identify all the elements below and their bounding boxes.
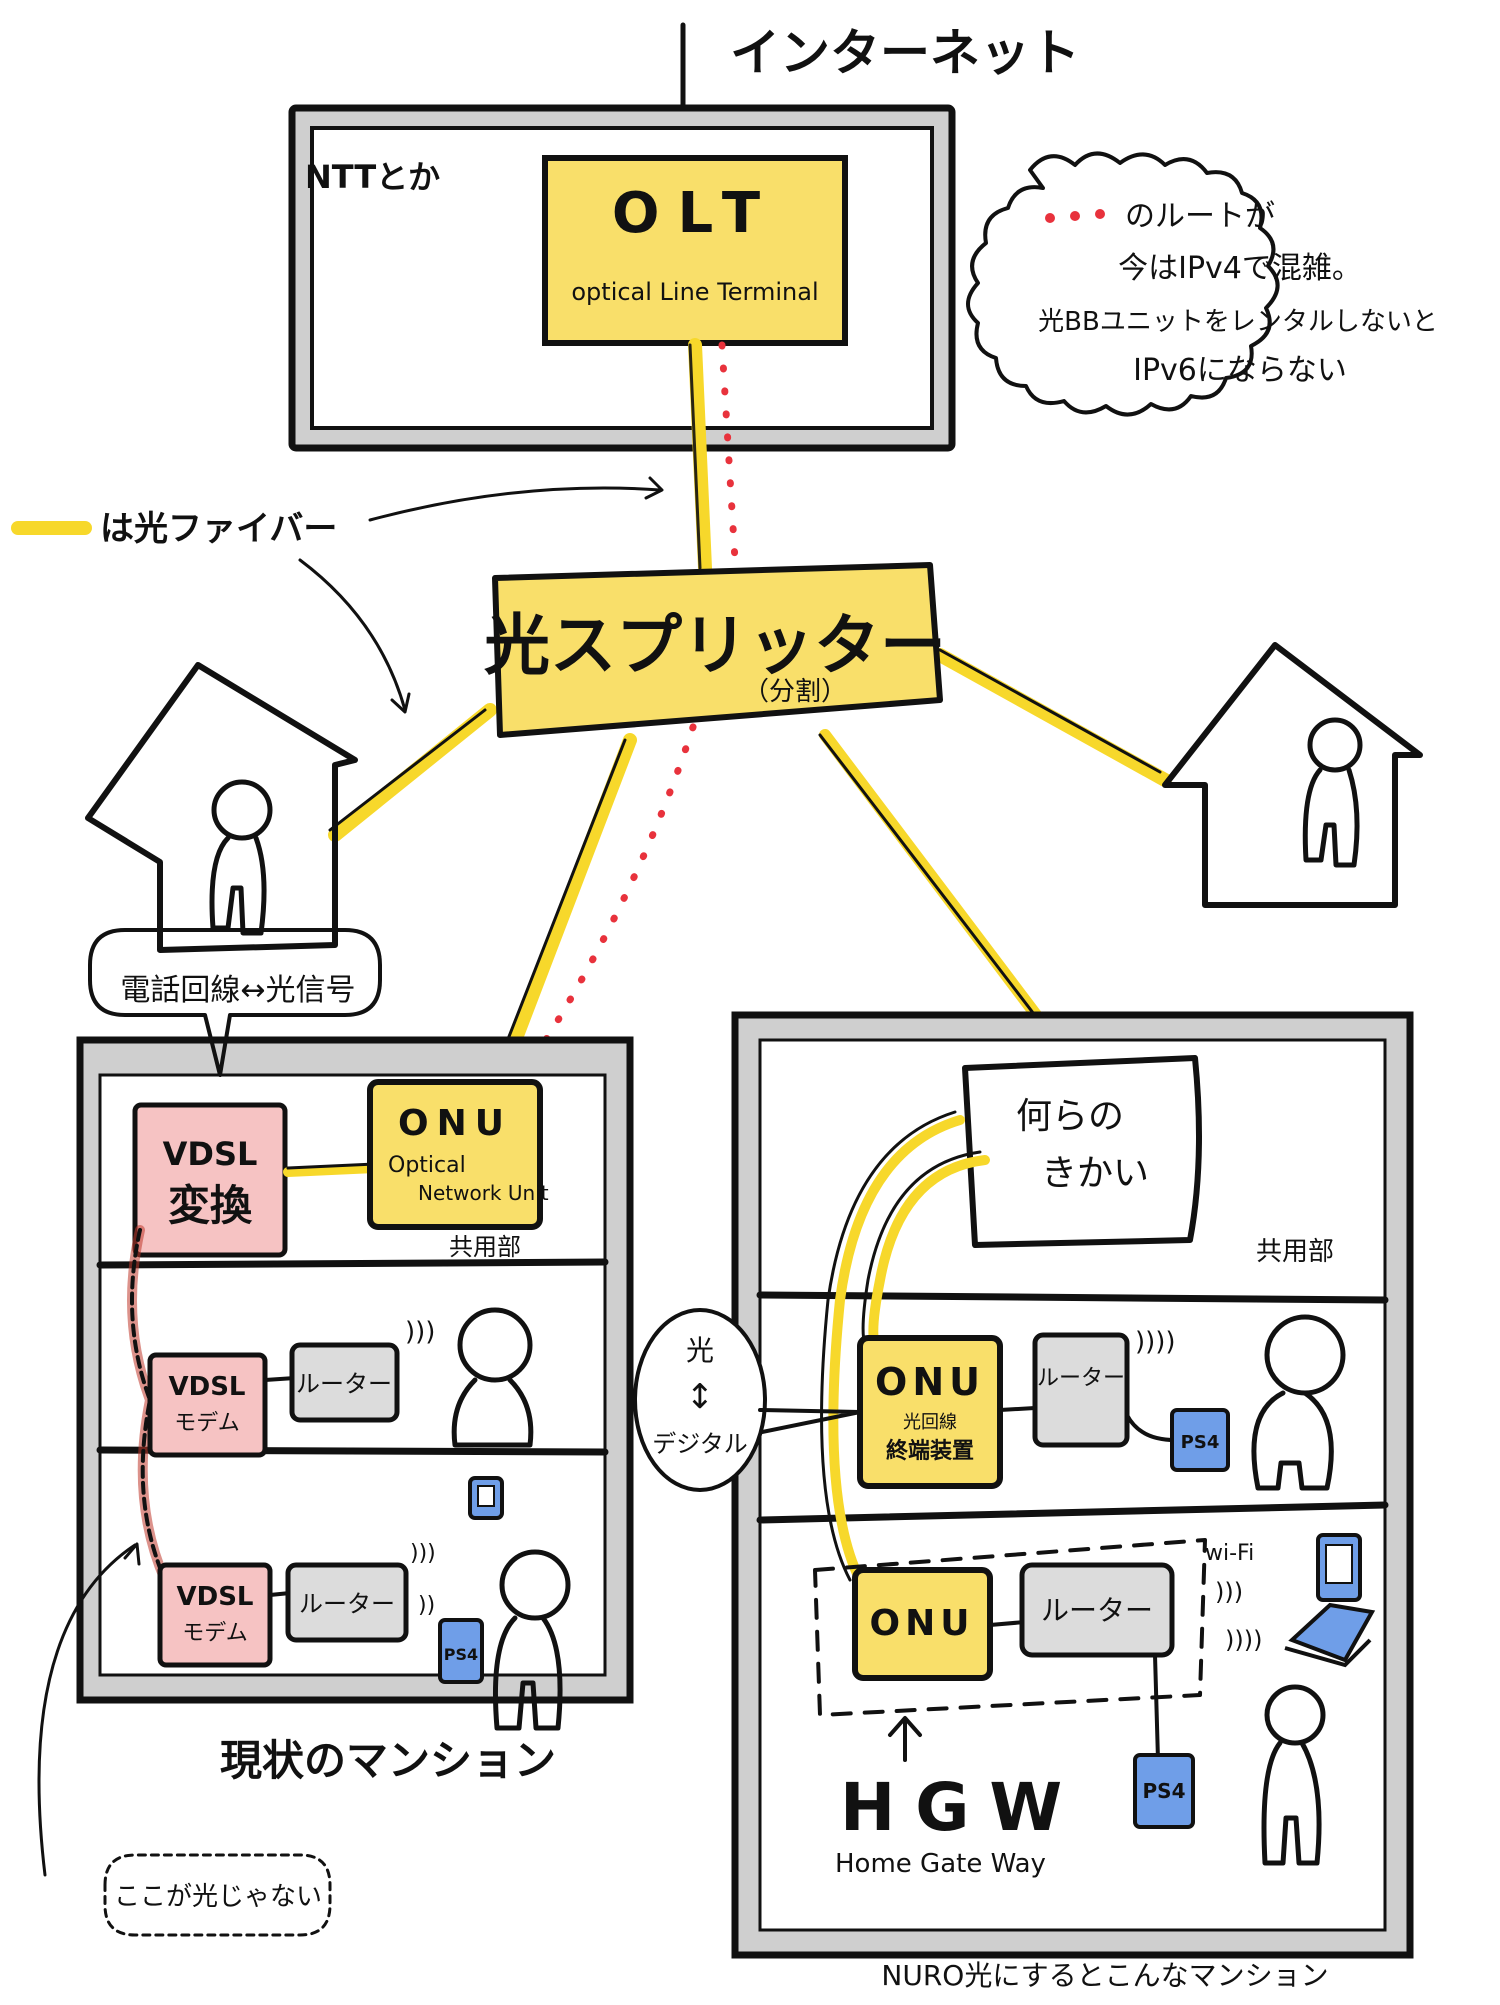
fiber-splitter-left-onu <box>500 740 630 1080</box>
phone-bubble-text: 電話回線↔光信号 <box>120 973 355 1008</box>
vdsl-converter <box>135 1105 285 1255</box>
left-ps4-label: PS4 <box>444 1645 478 1664</box>
optical-bubble-bottom: デジタル <box>652 1430 748 1458</box>
optical-bubble-arrow: ↕ <box>686 1377 715 1417</box>
fiber-splitter-house-left <box>335 710 490 835</box>
left-modem-1-label1: VDSL <box>169 1372 246 1402</box>
right-onu-1-title: ONU <box>875 1360 985 1404</box>
right-ps4-2-label: PS4 <box>1143 1779 1186 1803</box>
ntt-label: NTTとか <box>305 158 440 196</box>
wifi-label: wi-Fi <box>1205 1541 1254 1566</box>
tablet-icon <box>1318 1535 1360 1600</box>
right-router-1-label: ルーター <box>1037 1366 1125 1391</box>
right-common-area: 共用部 <box>1256 1237 1334 1267</box>
right-wifi-signal-1: )))) <box>1135 1327 1176 1357</box>
vdsl-converter-label1: VDSL <box>163 1135 258 1173</box>
vdsl-converter-label2: 変換 <box>168 1181 253 1230</box>
not-fiber-text: ここが光じゃない <box>114 1882 322 1912</box>
right-onu-1-sub1: 光回線 <box>903 1412 957 1433</box>
optical-bubble-top: 光 <box>686 1334 714 1367</box>
left-wifi-signal-1: ))) <box>405 1317 435 1347</box>
left-router-2-label: ルーター <box>299 1590 395 1618</box>
left-router-1-label: ルーター <box>296 1370 392 1398</box>
left-wifi-signal-3: )) <box>418 1593 435 1618</box>
person-icon <box>1310 720 1360 770</box>
right-building-caption: NURO光にするとこんなマンション <box>881 1959 1328 1992</box>
left-onu-sub2: Network Unit <box>418 1181 549 1205</box>
internet-label: インターネット <box>730 24 1080 82</box>
left-modem-2-label1: VDSL <box>177 1582 254 1612</box>
olt-subtitle: optical Line Terminal <box>571 278 818 306</box>
left-modem-1 <box>150 1355 265 1455</box>
right-ps4-1-label: PS4 <box>1181 1432 1220 1453</box>
note-line4: IPv6にならない <box>1133 353 1347 388</box>
hgw-full: Home Gate Way <box>835 1849 1046 1879</box>
left-common-area: 共用部 <box>449 1233 521 1261</box>
house-right <box>1165 645 1420 905</box>
note-line2: 今はIPv4で混雑。 <box>1118 251 1362 286</box>
left-modem-2 <box>160 1565 270 1665</box>
machine-label2: きかい <box>1041 1153 1149 1194</box>
left-modem-1-label2: モデム <box>174 1411 240 1436</box>
left-onu-title: ONU <box>398 1103 512 1144</box>
legend-arrow-upper <box>370 488 660 520</box>
right-router-2-label: ルーター <box>1041 1594 1153 1627</box>
smartphone-icon <box>470 1478 502 1518</box>
right-wifi-signal-3: )))) <box>1225 1626 1262 1654</box>
hgw-title: HGW <box>840 1769 1082 1846</box>
left-modem-2-label2: モデム <box>182 1621 248 1646</box>
olt-title: OLT <box>612 181 778 246</box>
fiber-splitter-house-right <box>940 655 1165 780</box>
machine-label1: 何らの <box>1016 1096 1124 1137</box>
splitter-title: 光スプリッター <box>484 607 946 684</box>
left-wifi-signal-2: ))) <box>410 1541 436 1566</box>
left-onu-sub1: Optical <box>388 1153 466 1178</box>
note-line1: のルートが <box>1125 199 1275 234</box>
left-building-caption: 現状のマンション <box>220 1736 556 1785</box>
person-icon <box>214 782 270 838</box>
right-wifi-signal-2: ))) <box>1215 1578 1243 1606</box>
right-onu-1-sub2: 終端装置 <box>886 1438 974 1464</box>
note-line3: 光BBユニットをレンタルしないと <box>1038 307 1438 337</box>
fiber-legend-label: は光ファイバー <box>100 509 337 549</box>
right-onu-2-title: ONU <box>870 1603 975 1644</box>
splitter-subtitle: （分割） <box>743 677 847 707</box>
house-left <box>88 665 355 950</box>
legend-arrow-lower <box>300 560 405 710</box>
